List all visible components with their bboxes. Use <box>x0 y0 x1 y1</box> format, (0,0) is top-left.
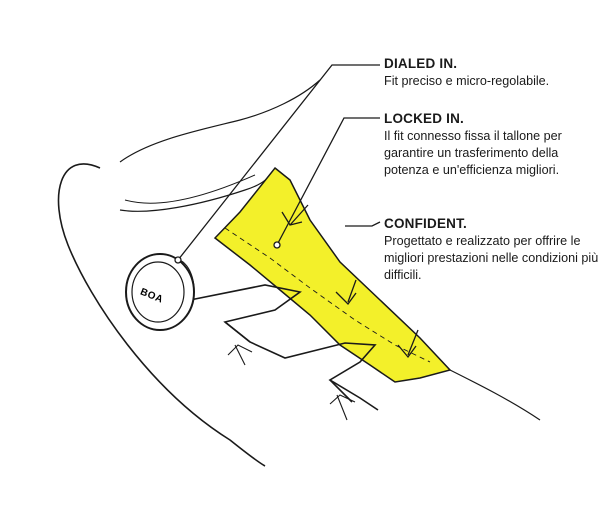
boa-dial: BOA <box>125 253 195 331</box>
shoe-outline <box>57 163 266 467</box>
callout-leaders <box>177 64 381 261</box>
callout-locked-in: LOCKED IN. Il fit connesso fissa il tall… <box>384 111 604 179</box>
callout-text: Il fit connesso fissa il tallone per gar… <box>384 129 562 177</box>
cable-line <box>124 174 256 204</box>
arrow-icon <box>281 204 419 359</box>
lacing-panel <box>213 166 452 383</box>
heel-line <box>449 369 541 421</box>
callout-confident: CONFIDENT. Progettato e realizzato per o… <box>384 216 604 284</box>
arrow-icon <box>227 344 356 421</box>
callout-dialed-in: DIALED IN. Fit preciso e micro-regolabil… <box>384 56 604 90</box>
callout-title: LOCKED IN. <box>384 111 465 126</box>
callout-title: DIALED IN. <box>384 56 458 71</box>
callout-text: Fit preciso e micro-regolabile. <box>384 74 550 88</box>
callout-text: Progettato e realizzato per offrire le m… <box>384 234 599 282</box>
shoe-upper-line <box>119 79 321 163</box>
panel-stitch <box>224 227 431 363</box>
callout-title: CONFIDENT. <box>384 216 467 231</box>
callout-points <box>174 241 281 264</box>
